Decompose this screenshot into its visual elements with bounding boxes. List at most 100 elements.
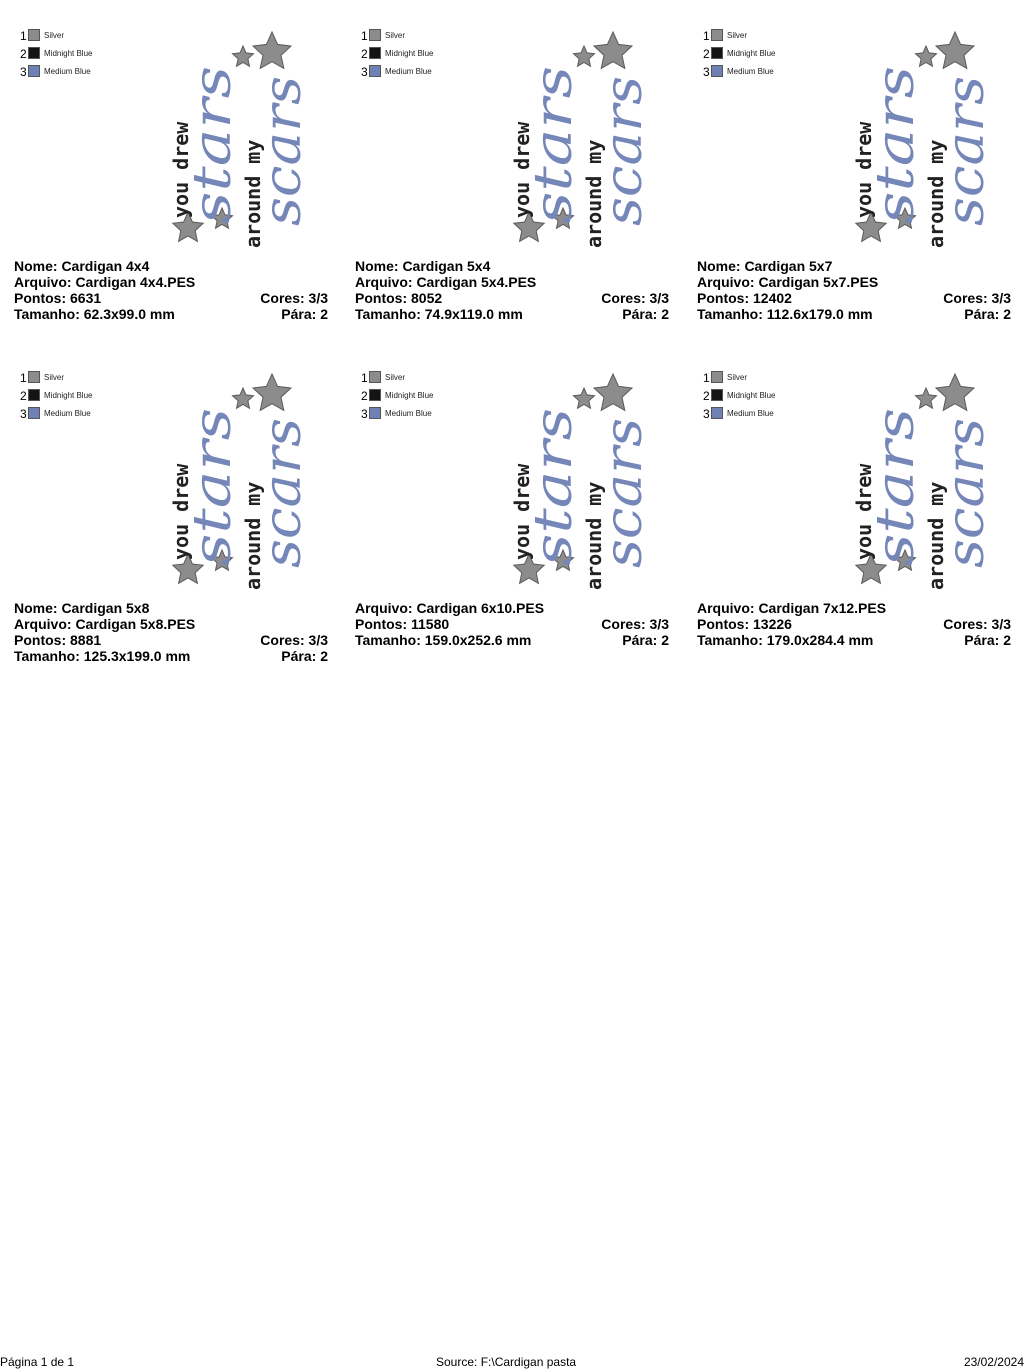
stitch-count: Pontos: 6631 [14, 290, 102, 306]
star-icon [572, 386, 596, 410]
embroidery-design-preview: you drew stars around my scars [852, 30, 996, 248]
color-swatch [28, 29, 40, 41]
color-number: 2 [361, 47, 368, 61]
design-text-line: stars [866, 66, 926, 224]
star-icon [854, 210, 888, 243]
design-text-line: scars [936, 76, 996, 226]
color-swatch [369, 407, 381, 419]
design-file: Arquivo: Cardigan 6x10.PES [355, 600, 545, 616]
star-icon [210, 548, 234, 572]
color-name: Midnight Blue [44, 49, 93, 58]
design-text-line: stars [524, 66, 584, 224]
design-name: Nome: Cardigan 5x4 [355, 258, 491, 274]
info-line-tamanho: Tamanho: 159.0x252.6 mm Pára: 2 [355, 632, 669, 648]
color-number: 1 [361, 29, 368, 43]
star-icon [251, 372, 293, 412]
design-info: Arquivo: Cardigan 6x10.PES Pontos: 11580… [355, 600, 669, 648]
color-name: Midnight Blue [727, 391, 776, 400]
star-icon [914, 44, 938, 68]
design-info: Nome: Cardigan 5x8 Arquivo: Cardigan 5x8… [14, 600, 328, 664]
color-name: Silver [385, 373, 406, 382]
color-swatch [28, 407, 40, 419]
stitch-count: Pontos: 8052 [355, 290, 443, 306]
embroidery-design-preview: you drew stars around my scars [510, 30, 654, 248]
star-icon [551, 206, 575, 230]
star-icon [210, 206, 234, 230]
info-line-pontos: Pontos: 8881 Cores: 3/3 [14, 632, 328, 648]
design-text-line: scars [253, 76, 313, 226]
color-name: Medium Blue [727, 409, 774, 418]
design-info: Nome: Cardigan 4x4 Arquivo: Cardigan 4x4… [14, 258, 328, 322]
design-text-line: stars [183, 408, 243, 566]
info-line-nome: Nome: Cardigan 4x4 [14, 258, 328, 274]
info-line-arquivo: Arquivo: Cardigan 7x12.PES [697, 600, 1011, 616]
design-text-line: you drew [852, 463, 876, 560]
design-text-line: around my [582, 482, 606, 590]
stop-count: Pára: 2 [622, 306, 669, 322]
design-info: Arquivo: Cardigan 7x12.PES Pontos: 13226… [697, 600, 1011, 648]
star-icon [512, 552, 546, 585]
design-card-2: 1 Silver 2 Midnight Blue 3 Medium Blue y… [355, 28, 675, 348]
design-size: Tamanho: 62.3x99.0 mm [14, 306, 175, 322]
design-size: Tamanho: 112.6x179.0 mm [697, 306, 873, 322]
color-number: 2 [361, 389, 368, 403]
star-icon [934, 30, 976, 70]
star-icon [251, 30, 293, 70]
design-name: Nome: Cardigan 4x4 [14, 258, 150, 274]
color-number: 2 [703, 47, 710, 61]
info-line-pontos: Pontos: 8052 Cores: 3/3 [355, 290, 669, 306]
stop-count: Pára: 2 [964, 632, 1011, 648]
color-name: Medium Blue [44, 67, 91, 76]
color-swatch [711, 47, 723, 59]
info-line-arquivo: Arquivo: Cardigan 5x4.PES [355, 274, 669, 290]
design-size: Tamanho: 179.0x284.4 mm [697, 632, 874, 648]
design-text-line: around my [241, 140, 265, 248]
star-icon [893, 206, 917, 230]
star-icon [231, 44, 255, 68]
star-icon [231, 386, 255, 410]
color-swatch [28, 65, 40, 77]
color-count: Cores: 3/3 [260, 632, 328, 648]
design-file: Arquivo: Cardigan 5x4.PES [355, 274, 537, 290]
color-swatch [711, 371, 723, 383]
design-file: Arquivo: Cardigan 5x8.PES [14, 616, 196, 632]
color-number: 3 [20, 407, 27, 421]
color-number: 1 [361, 371, 368, 385]
stop-count: Pára: 2 [281, 648, 328, 664]
color-name: Silver [44, 31, 65, 40]
star-icon [934, 372, 976, 412]
star-icon [171, 210, 205, 243]
info-line-tamanho: Tamanho: 112.6x179.0 mm Pára: 2 [697, 306, 1011, 322]
design-text-line: stars [524, 408, 584, 566]
design-card-3: 1 Silver 2 Midnight Blue 3 Medium Blue y… [697, 28, 1017, 348]
color-count: Cores: 3/3 [601, 616, 669, 632]
design-card-4: 1 Silver 2 Midnight Blue 3 Medium Blue y… [14, 370, 334, 690]
design-text-line: scars [936, 418, 996, 568]
embroidery-design-preview: you drew stars around my scars [169, 30, 313, 248]
color-swatch [369, 29, 381, 41]
info-line-arquivo: Arquivo: Cardigan 5x7.PES [697, 274, 1011, 290]
color-number: 1 [703, 371, 710, 385]
color-swatch [711, 407, 723, 419]
source-path: Source: F:\Cardigan pasta [436, 1355, 577, 1369]
color-count: Cores: 3/3 [260, 290, 328, 306]
info-line-nome: Nome: Cardigan 5x4 [355, 258, 669, 274]
design-info: Nome: Cardigan 5x7 Arquivo: Cardigan 5x7… [697, 258, 1011, 322]
design-text-line: scars [253, 418, 313, 568]
print-date: 23/02/2024 [963, 1355, 1024, 1369]
embroidery-design-preview: you drew stars around my scars [852, 372, 996, 590]
info-line-tamanho: Tamanho: 62.3x99.0 mm Pára: 2 [14, 306, 328, 322]
design-text-line: you drew [169, 463, 193, 560]
color-number: 1 [20, 371, 27, 385]
color-name: Medium Blue [44, 409, 91, 418]
info-line-tamanho: Tamanho: 125.3x199.0 mm Pára: 2 [14, 648, 328, 664]
color-swatch [369, 371, 381, 383]
info-line-nome: Nome: Cardigan 5x7 [697, 258, 1011, 274]
embroidery-design-preview: you drew stars around my scars [169, 372, 313, 590]
color-number: 2 [20, 389, 27, 403]
color-number: 3 [703, 407, 710, 421]
color-swatch [711, 29, 723, 41]
design-size: Tamanho: 74.9x119.0 mm [355, 306, 523, 322]
design-text-line: scars [594, 418, 654, 568]
design-size: Tamanho: 125.3x199.0 mm [14, 648, 191, 664]
